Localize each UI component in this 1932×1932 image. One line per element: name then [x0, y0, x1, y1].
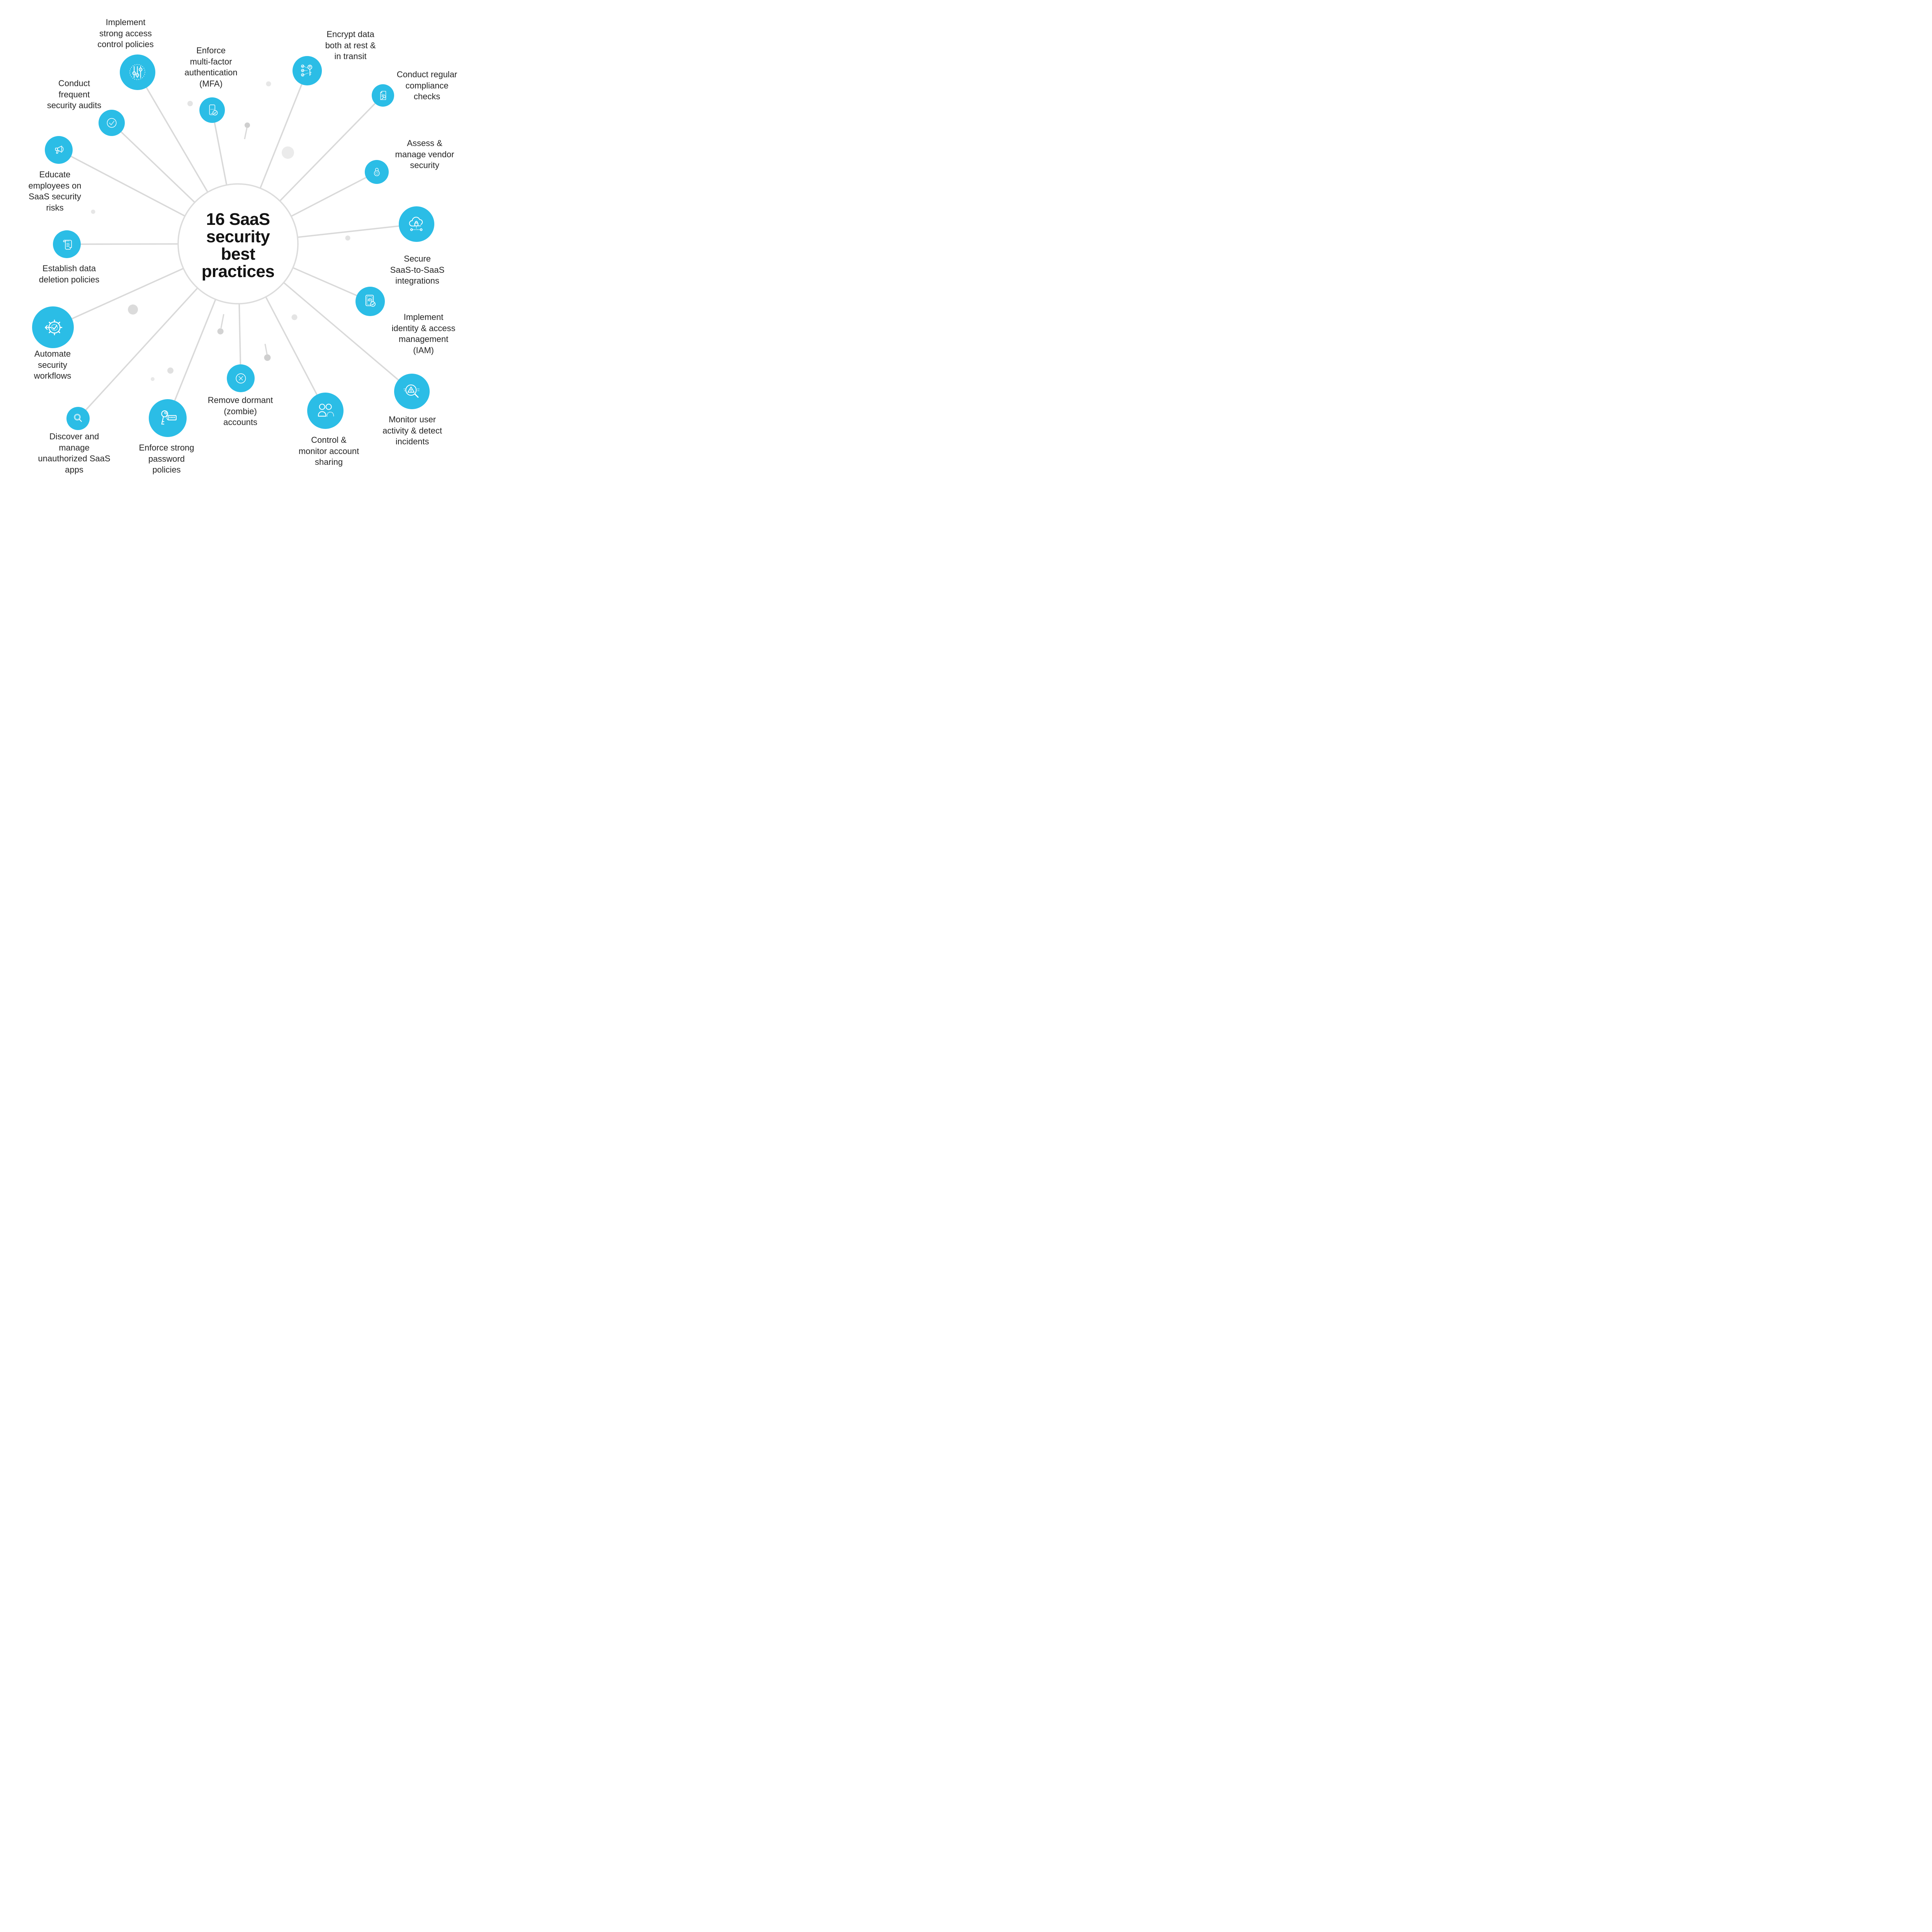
spoke-line — [265, 296, 318, 395]
spoke-line — [259, 84, 303, 189]
node-bubble-zombie-accounts — [227, 364, 255, 392]
spoke-line — [283, 282, 399, 381]
pin-stem — [220, 314, 224, 328]
saas-security-infographic: 16 SaaS security best practices Implemen… — [0, 0, 483, 487]
pin-dot — [217, 328, 224, 335]
spoke-line — [214, 122, 228, 185]
node-label-data-deletion: Establish data deletion policies — [39, 264, 100, 284]
node-label-educate-employees: Educate employees on SaaS security risks — [28, 170, 82, 213]
spoke-line — [146, 87, 209, 193]
pin-stem — [244, 128, 248, 139]
spoke-line — [174, 299, 216, 401]
node-label-automate-workflows: Automate security workflows — [34, 349, 71, 381]
node-label-security-audits: Conduct frequent security audits — [47, 78, 102, 111]
node-bubble-automate-workflows — [32, 306, 74, 348]
node-bubble-data-deletion — [53, 230, 81, 258]
decor-dot — [151, 377, 155, 381]
key-password-icon: **** — [156, 406, 180, 430]
spoke-line — [238, 303, 242, 365]
spoke-line — [291, 177, 367, 217]
node-bubble-educate-employees — [45, 136, 73, 164]
node-label-saas-integrations: Secure SaaS-to-SaaS integrations — [390, 254, 445, 286]
node-bubble-access-control — [119, 54, 155, 90]
node-bubble-security-audits — [99, 110, 125, 136]
node-label-encrypt: Encrypt data both at rest & in transit — [325, 29, 376, 61]
node-label-vendor-security: Assess & manage vendor security — [395, 138, 454, 170]
fingerprint-check-icon — [361, 292, 379, 310]
node-label-iam: Implement identity & access management (… — [391, 312, 456, 355]
cross-circle-icon — [232, 370, 250, 387]
check-circle-icon — [104, 115, 120, 131]
node-bubble-monitor-activity — [394, 374, 430, 409]
document-gavel-icon — [376, 88, 390, 102]
center-circle — [177, 183, 299, 304]
node-bubble-compliance — [372, 84, 394, 107]
decor-dot — [266, 81, 271, 87]
key-checklist-icon — [298, 61, 316, 80]
connector-underlay — [71, 81, 399, 411]
node-bubble-discover-apps — [66, 407, 90, 430]
node-bubble-iam — [355, 287, 385, 316]
spoke-line — [71, 268, 184, 320]
node-label-account-sharing: Control & monitor account sharing — [298, 435, 359, 467]
decor-dot — [282, 146, 294, 159]
node-label-access-control: Implement strong access control policies — [97, 17, 154, 49]
node-bubble-account-sharing — [307, 393, 344, 429]
decor-dot — [91, 209, 95, 214]
decor-dot — [167, 367, 173, 374]
spoke-line — [297, 225, 399, 238]
magnifier-icon — [71, 411, 85, 425]
node-label-password-policies: Enforce strong password policies — [139, 443, 194, 475]
node-bubble-password-policies: **** — [149, 399, 187, 437]
pin-stem — [264, 344, 268, 355]
spoke-lines — [71, 84, 399, 411]
megaphone-icon — [50, 141, 68, 159]
scroll-icon — [58, 236, 76, 253]
spoke-line — [293, 267, 357, 296]
pin-dot — [264, 354, 271, 361]
spoke-line — [121, 131, 196, 203]
decor-dots — [91, 81, 350, 381]
sliders-icon — [126, 61, 148, 83]
spoke-line — [279, 103, 376, 202]
node-label-zombie-accounts: Remove dormant (zombie) accounts — [207, 395, 273, 427]
cloud-lock-icon — [405, 213, 427, 235]
decor-dot — [345, 235, 350, 241]
gear-check-icon — [40, 315, 66, 340]
decor-dot — [128, 304, 138, 315]
node-bubble-vendor-security — [365, 160, 389, 184]
decor-dot — [187, 101, 193, 106]
node-label-mfa: Enforce multi-factor authentication (MFA… — [184, 46, 238, 88]
svg-text:****: **** — [169, 416, 175, 420]
node-bubble-mfa — [199, 97, 225, 123]
magnifier-alert-icon — [401, 380, 423, 402]
node-label-discover-apps: Discover and manage unauthorized SaaS ap… — [38, 432, 111, 474]
shared-users-icon — [314, 400, 337, 422]
pin-dot — [245, 122, 250, 128]
node-label-compliance: Conduct regular compliance checks — [396, 70, 457, 102]
page-title: 16 SaaS security best practices — [201, 210, 275, 281]
phone-check-icon — [204, 102, 220, 118]
padlock-icon — [369, 165, 384, 179]
node-bubble-saas-integrations — [399, 206, 434, 242]
node-label-monitor-activity: Monitor user activity & detect incidents — [382, 415, 442, 447]
spoke-line — [85, 287, 198, 411]
node-bubble-encrypt — [293, 56, 322, 85]
decor-dot — [291, 314, 298, 320]
decor-pins — [217, 122, 271, 361]
spoke-line — [71, 156, 185, 217]
